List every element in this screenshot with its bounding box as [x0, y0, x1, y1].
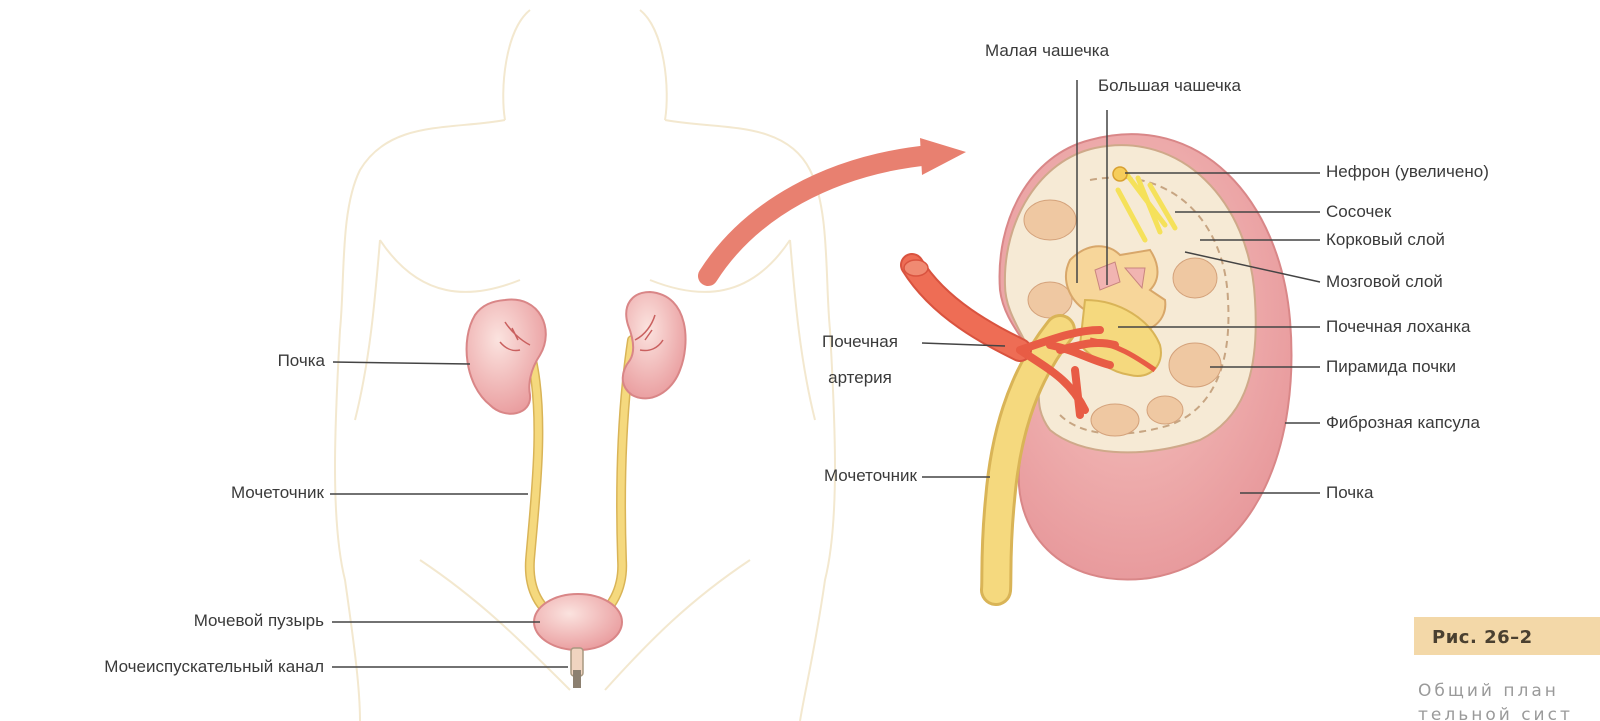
label-fibrous-capsule: Фиброзная капсула: [1326, 414, 1480, 431]
label-nephron: Нефрон (увеличено): [1326, 163, 1489, 180]
label-kidney-body: Почка: [278, 352, 325, 369]
label-renal-artery-line1: Почечная: [800, 333, 920, 350]
caption-line-1: Общий план: [1418, 681, 1559, 701]
label-urethra: Мочеиспускательный канал: [104, 658, 324, 675]
label-ureter-detail: Мочеточник: [824, 467, 917, 484]
body-kidney-right: [623, 292, 686, 398]
label-kidney-detail: Почка: [1326, 484, 1373, 501]
label-medulla: Мозговой слой: [1326, 273, 1443, 290]
figure-number: Рис. 26–2: [1432, 627, 1533, 648]
label-bladder: Мочевой пузырь: [194, 612, 324, 629]
label-major-calyx: Большая чашечка: [1098, 77, 1241, 94]
zoom-arrow: [708, 138, 966, 276]
label-ureter-body: Мочеточник: [231, 484, 324, 501]
label-minor-calyx: Малая чашечка: [985, 42, 1109, 59]
body-ureters: [530, 340, 632, 620]
label-pyramid: Пирамида почки: [1326, 358, 1456, 375]
caption-line-2: тельной сист: [1418, 705, 1573, 721]
label-papilla: Сосочек: [1326, 203, 1391, 220]
bladder: [534, 594, 622, 650]
urethra: [571, 648, 583, 688]
figure-caption: Общий план тельной сист: [1418, 679, 1600, 721]
label-renal-artery-line2: артерия: [800, 369, 920, 386]
kidney-detail: [904, 134, 1291, 590]
label-cortex: Корковый слой: [1326, 231, 1445, 248]
label-renal-pelvis: Почечная лоханка: [1326, 318, 1470, 335]
